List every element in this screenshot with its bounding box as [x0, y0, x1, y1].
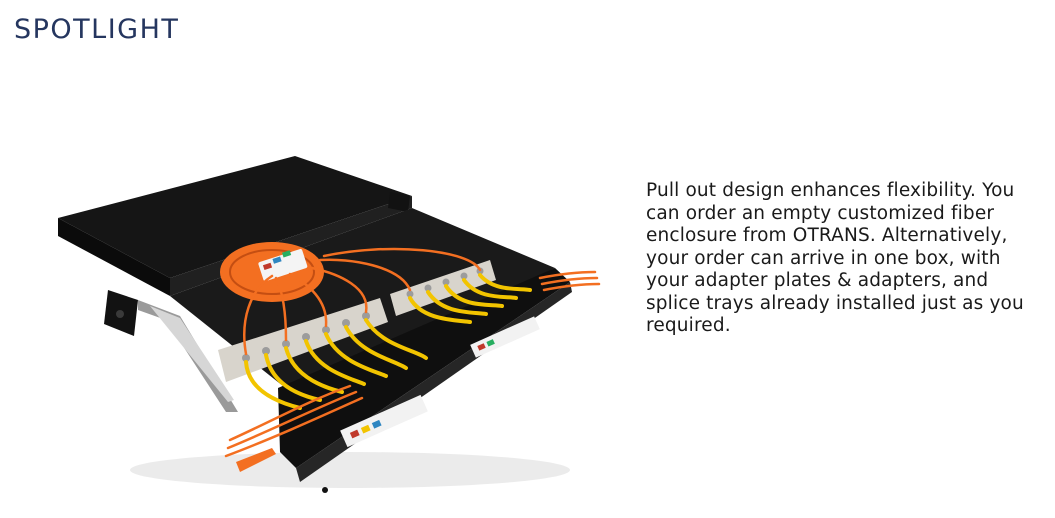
fiber-enclosure-product-image [58, 156, 601, 493]
adapter-plate-left [218, 298, 388, 382]
slide-rail [138, 300, 238, 412]
drawer-label-left [340, 394, 428, 448]
drawer-front [278, 268, 570, 468]
page-title: SPOTLIGHT [14, 14, 180, 45]
drawer-label-right [470, 316, 540, 358]
enclosure-lid [58, 156, 412, 278]
adapter-plate-right [390, 260, 496, 316]
product-description: Pull out design enhances flexibility. Yo… [646, 180, 1024, 336]
mounting-ear-right [388, 192, 410, 212]
